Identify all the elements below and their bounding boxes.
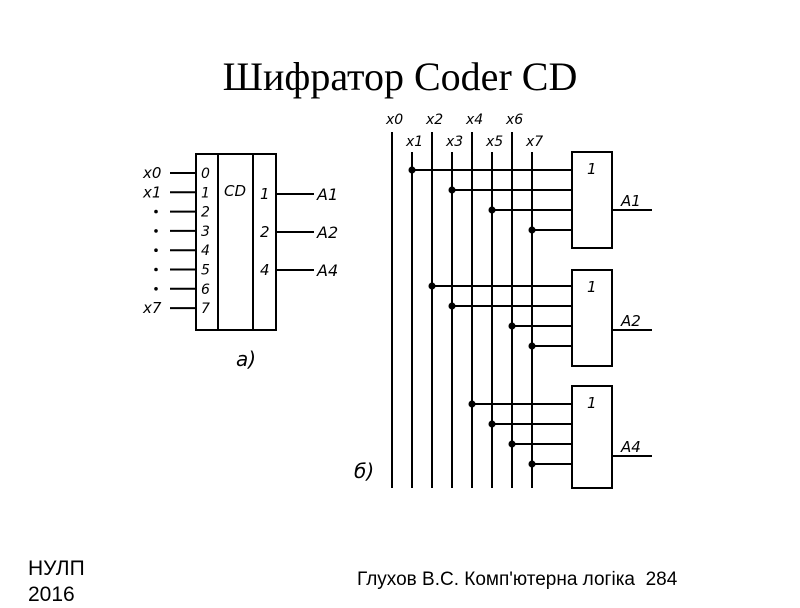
gate-body	[571, 385, 613, 489]
diagram-a	[170, 153, 314, 331]
gate-output-label: A4	[620, 438, 641, 456]
diagram-a-caption: а)	[236, 347, 256, 371]
cd-input-name: x7	[142, 299, 162, 317]
cd-output-pin: 2	[260, 223, 270, 241]
gate-output-label: A2	[620, 312, 641, 330]
ellipsis-dot	[154, 248, 158, 252]
cd-input-pin: 2	[201, 205, 210, 221]
ellipsis-dot	[154, 267, 158, 272]
junction-dot	[448, 186, 456, 194]
bus-label: x7	[525, 134, 543, 150]
cd-block-label: CD	[224, 182, 246, 200]
page-number: 284	[645, 569, 678, 590]
junction-dot	[408, 166, 416, 174]
cd-input-pin: 5	[201, 263, 210, 279]
cd-block	[195, 153, 277, 331]
cd-input-pin: 0	[201, 166, 210, 182]
cd-output-name: A4	[316, 261, 338, 280]
bus-label: x3	[445, 134, 463, 150]
gate-output-label: A1	[620, 192, 641, 210]
footer-org-name: НУЛП	[28, 557, 85, 580]
bus-label: x4	[465, 112, 483, 128]
cd-input-pin: 4	[201, 243, 210, 259]
or-gate-1: 1A1	[408, 151, 652, 249]
cd-output-name: A2	[316, 223, 338, 242]
cd-input-name: x0	[142, 164, 161, 182]
slide-title: Шифратор Coder CD	[222, 54, 578, 99]
cd-input-name: x1	[142, 183, 161, 201]
junction-dot	[508, 322, 516, 330]
junction-dot	[468, 400, 476, 408]
gate-symbol: 1	[587, 394, 597, 412]
bus-label: x5	[485, 134, 503, 150]
junction-dot	[488, 206, 496, 214]
bus-label: x2	[425, 112, 443, 128]
footer-org: НУЛП 2016	[28, 556, 85, 608]
bus-label: x6	[505, 112, 523, 128]
gate-body	[571, 269, 613, 367]
gate-symbol: 1	[587, 160, 597, 178]
ellipsis-dots	[154, 209, 158, 291]
or-gate-2: 1A2	[428, 269, 652, 367]
input-bus	[391, 132, 533, 488]
or-gate-3: 1A4	[468, 385, 652, 489]
ellipsis-dot	[154, 287, 158, 291]
diagram-b-caption: б)	[354, 459, 374, 483]
junction-dot	[528, 226, 536, 234]
cd-input-pin: 7	[201, 301, 210, 317]
cd-input-lines	[170, 172, 196, 310]
cd-output-pin: 1	[260, 185, 270, 203]
junction-dot	[528, 342, 536, 350]
footer-credit: Глухов В.С. Комп'ютерна логіка 284	[357, 568, 677, 592]
junction-dot	[448, 302, 456, 310]
cd-output-lines	[276, 193, 314, 271]
junction-dot	[508, 440, 516, 448]
junction-dot	[488, 420, 496, 428]
gate-body	[571, 151, 613, 249]
bus-label: x1	[405, 134, 423, 150]
footer-author: Глухов В.С. Комп'ютерна логіка	[357, 569, 635, 590]
bus-label: x0	[385, 112, 403, 128]
ellipsis-dot	[154, 229, 158, 233]
cd-input-pin: 3	[201, 224, 210, 240]
junction-dot	[428, 282, 436, 290]
gate-symbol: 1	[587, 278, 597, 296]
junction-dot	[528, 460, 536, 468]
cd-output-name: A1	[316, 185, 338, 204]
cd-input-pin: 1	[201, 185, 210, 201]
cd-output-pin: 4	[260, 261, 270, 279]
footer-year: 2016	[28, 583, 75, 606]
ellipsis-dot	[154, 209, 158, 214]
cd-input-pin: 6	[201, 282, 210, 298]
